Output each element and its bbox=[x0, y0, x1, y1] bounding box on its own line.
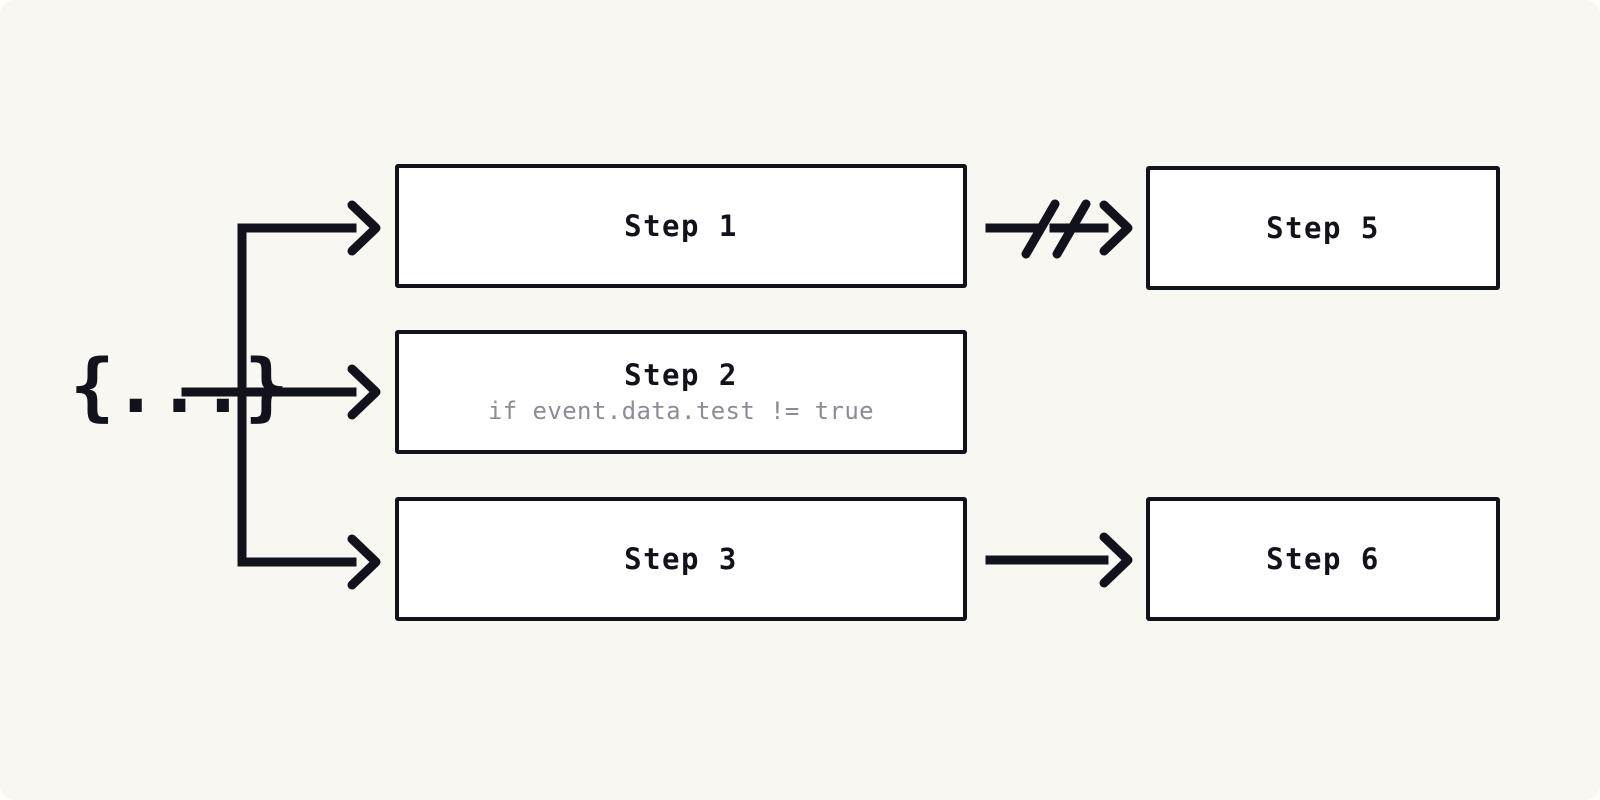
node-step-3[interactable]: Step 3 bbox=[395, 497, 967, 621]
arrowhead-step-1 bbox=[347, 200, 381, 256]
node-step-2-condition: if event.data.test != true bbox=[487, 397, 875, 426]
node-step-5-title: Step 5 bbox=[1266, 210, 1380, 245]
arrowhead-step-3 bbox=[347, 534, 381, 590]
node-step-5[interactable]: Step 5 bbox=[1146, 166, 1500, 290]
node-step-1-title: Step 1 bbox=[624, 208, 738, 243]
edge-interrupt-slash-2 bbox=[1052, 199, 1091, 259]
node-step-6-title: Step 6 bbox=[1266, 541, 1380, 576]
arrowhead-step-2 bbox=[347, 364, 381, 420]
node-step-2[interactable]: Step 2 if event.data.test != true bbox=[395, 330, 967, 454]
node-step-3-title: Step 3 bbox=[624, 541, 738, 576]
node-step-2-title: Step 2 bbox=[624, 357, 738, 392]
event-source-label: {...} bbox=[70, 344, 289, 430]
node-step-6[interactable]: Step 6 bbox=[1146, 497, 1500, 621]
node-step-1[interactable]: Step 1 bbox=[395, 164, 967, 288]
arrowhead-step-5 bbox=[1099, 200, 1133, 256]
edge-interrupt-slash-1 bbox=[1021, 199, 1060, 259]
arrowhead-step-6 bbox=[1099, 532, 1133, 588]
